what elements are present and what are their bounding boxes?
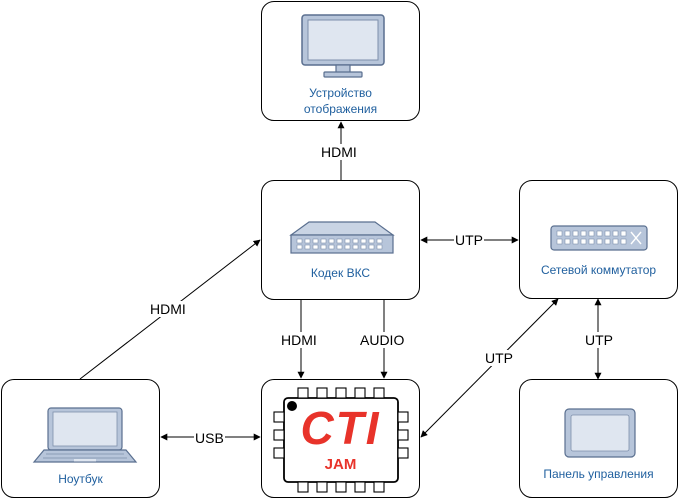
node-network-switch[interactable]: Сетевой коммутатор — [519, 180, 678, 299]
jam-label: JAM — [324, 456, 357, 473]
display-device-label-line2: отображения — [303, 102, 378, 116]
network-switch-label: Сетевой коммутатор — [540, 263, 657, 277]
edge-label-codec-display: HDMI — [320, 144, 358, 160]
cti-logo: CTI — [300, 402, 381, 454]
monitor-icon — [301, 14, 385, 78]
display-device-label-line1: Устройство — [309, 86, 372, 100]
node-vks-codec[interactable]: Кодек ВКС — [261, 180, 420, 300]
edge-label-codec-jam-audio: AUDIO — [359, 332, 406, 348]
node-cti-jam[interactable]: CTI JAM — [261, 379, 420, 498]
cti-jam-chip-icon — [273, 387, 409, 493]
node-display-device[interactable]: Устройство отображения — [261, 1, 420, 121]
edge-label-jam-switch: UTP — [484, 350, 514, 366]
touch-panel-icon — [564, 408, 636, 458]
control-panel-label: Панель управления — [543, 467, 654, 481]
edge-label-switch-panel: UTP — [584, 332, 614, 348]
codec-device-icon — [289, 221, 395, 254]
laptop-icon — [32, 407, 138, 463]
node-control-panel[interactable]: Панель управления — [519, 379, 678, 498]
network-switch-icon — [550, 225, 648, 251]
edge-label-laptop-codec: HDMI — [149, 301, 187, 317]
edge-label-laptop-jam: USB — [194, 430, 225, 446]
node-laptop[interactable]: Ноутбук — [1, 379, 160, 498]
display-device-label: Устройство отображения — [262, 85, 419, 117]
edge-label-codec-switch: UTP — [454, 232, 484, 248]
edge-jam-switch — [420, 298, 559, 438]
edge-label-codec-jam-hdmi: HDMI — [280, 332, 318, 348]
vks-codec-label: Кодек ВКС — [310, 266, 371, 280]
laptop-label: Ноутбук — [58, 472, 103, 486]
